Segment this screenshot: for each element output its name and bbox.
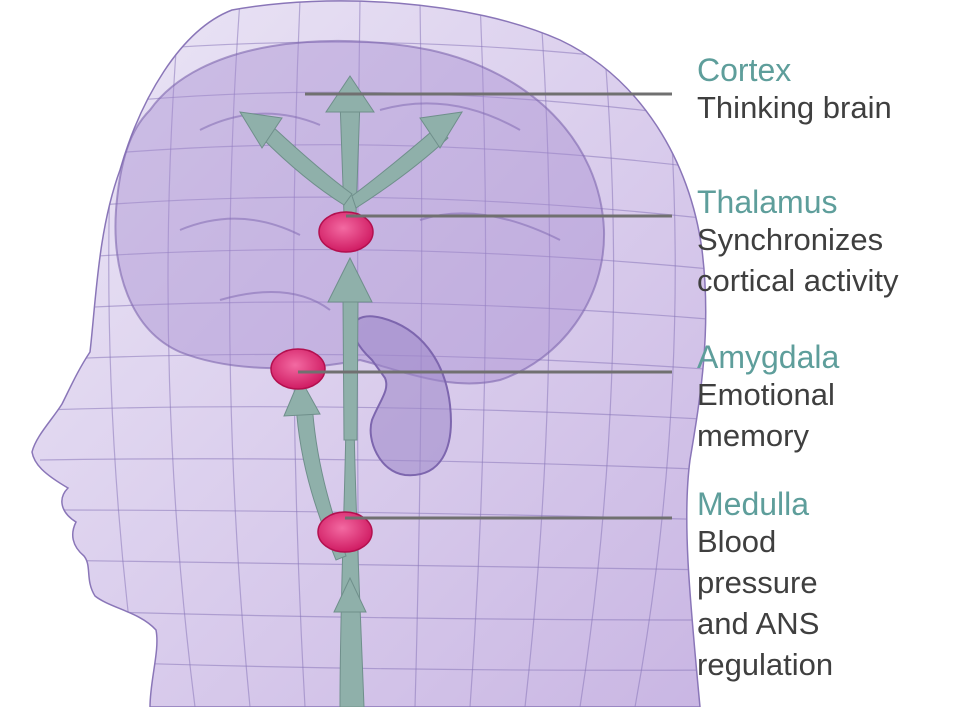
cortex-label: Cortex Thinking brain [697,53,892,128]
cortex-desc-line: Thinking brain [697,87,892,128]
medulla-desc-line: pressure [697,562,833,603]
amygdala-label: Amygdala Emotional memory [697,340,839,456]
thalamus-node [319,212,373,252]
amygdala-node [271,349,325,389]
medulla-desc-line: regulation [697,644,833,685]
thalamus-label: Thalamus Synchronizes cortical activity [697,185,899,301]
medulla-desc-line: Blood [697,521,833,562]
amygdala-desc-line: memory [697,415,839,456]
thalamus-title: Thalamus [697,185,899,219]
medulla-desc-line: and ANS [697,603,833,644]
medulla-title: Medulla [697,487,833,521]
cortex-title: Cortex [697,53,892,87]
amygdala-title: Amygdala [697,340,839,374]
medulla-label: Medulla Blood pressure and ANS regulatio… [697,487,833,685]
thalamus-desc-line: Synchronizes [697,219,899,260]
amygdala-desc-line: Emotional [697,374,839,415]
thalamus-desc-line: cortical activity [697,260,899,301]
